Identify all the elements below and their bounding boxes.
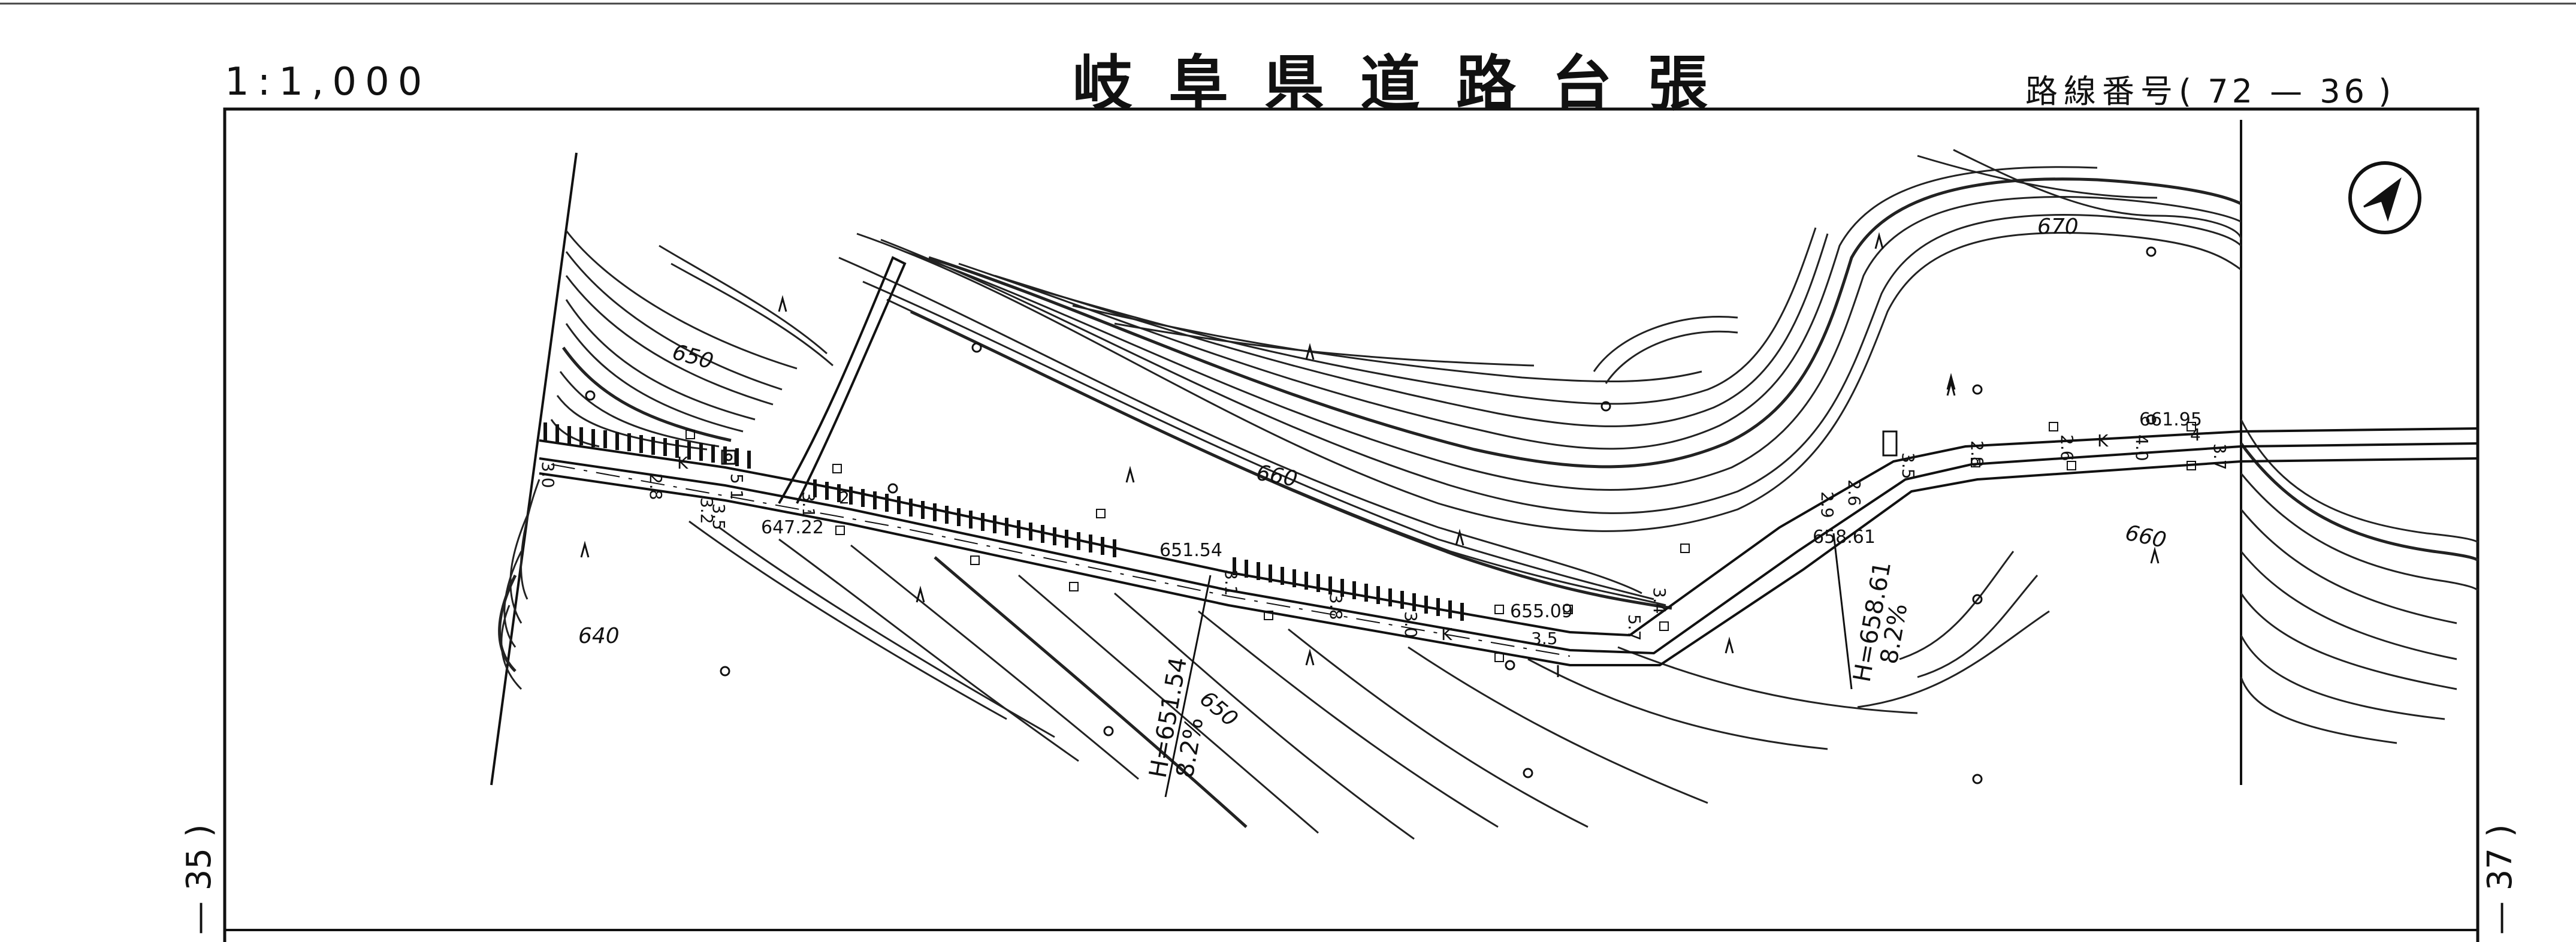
spot-elevation: 661.95 (2139, 409, 2202, 430)
road-markers: K K K (677, 431, 2109, 644)
width-label: 2.9 (1817, 491, 1837, 518)
map-scale: 1:1,000 (225, 60, 431, 104)
route-close: ) (2378, 73, 2391, 110)
width-label: 3.5 (709, 503, 729, 530)
spot-elevation: 658.61 (1813, 527, 1876, 548)
contour-label: 640 (578, 624, 620, 648)
retaining-wall (543, 422, 1464, 621)
width-label: 3.2 (697, 497, 717, 524)
width-label: 3.5 (1531, 629, 1558, 648)
road-marker: K (1441, 624, 1452, 644)
grade-annotations: H=651.54 8.2% H=658.61 8.2% (1144, 559, 1913, 780)
elevation-points: 647.22 651.54 655.09 658.61 661.95 (761, 409, 2202, 622)
map-symbols (580, 161, 2421, 784)
contour-label: 660 (1254, 460, 1299, 491)
width-label: 2.6 (2057, 434, 2077, 461)
width-label: 3.8 (1326, 593, 1346, 620)
width-label: 3.1 (799, 491, 819, 518)
spot-elevation: 655.09 (1510, 601, 1573, 622)
width-label: 3.7 (2210, 443, 2230, 470)
contours-left (498, 230, 1918, 840)
width-label: 5.7 (1624, 614, 1644, 641)
contour-label: 660 (2123, 521, 2169, 553)
width-label: 3.0 (1401, 611, 1421, 638)
width-label: 2 (839, 488, 850, 508)
contour-label: 650 (670, 340, 716, 374)
match-lines (490, 120, 2242, 786)
road-marker: K (677, 453, 688, 473)
width-label: 3.4 (1650, 587, 1669, 614)
width-label: 4.0 (2132, 434, 2152, 461)
width-label: 5.1 (727, 473, 747, 500)
route-label: 路線番号( (2025, 73, 2198, 110)
route-number: 72 — 36 (2207, 73, 2369, 110)
grade-leaders (1164, 533, 1853, 798)
width-label: 3.1 (1221, 569, 1241, 596)
road-marker: K (2097, 431, 2109, 451)
width-label: 2.8 (1967, 440, 1987, 467)
spot-elevation: 651.54 (1159, 540, 1222, 561)
contours-upper (838, 149, 2242, 610)
width-label: 4 (2190, 425, 2201, 445)
width-label: 2.8 (646, 473, 666, 500)
width-label: 3.5 (1898, 452, 1918, 479)
road (539, 256, 2478, 666)
spot-elevation: 647.22 (761, 517, 824, 538)
contours-right (1857, 419, 2479, 744)
width-label: 2.6 (1844, 479, 1864, 506)
contour-label: 670 (2037, 215, 2079, 239)
width-label: 3.0 (538, 461, 558, 488)
route-number-label: 路線番号( 72 — 36 ) (2025, 65, 2391, 112)
map-title: 岐阜県道路台張 (1073, 49, 1744, 119)
width-labels: 3.0 2.8 3.5 3.2 5.1 3.1 2 3.1 3.8 3.0 3.… (538, 425, 2230, 648)
